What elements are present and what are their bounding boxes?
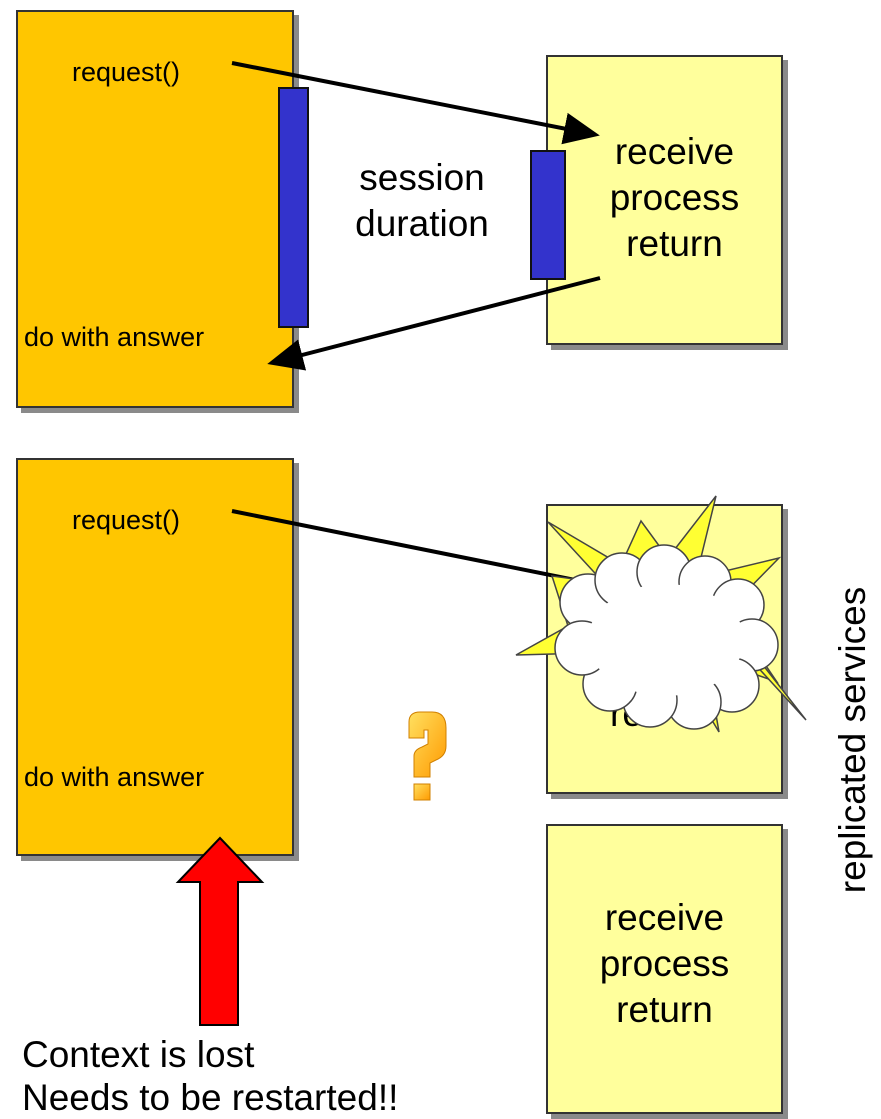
replica-step-return: return <box>616 989 713 1030</box>
client-answer-label-top: do with answer <box>24 322 205 352</box>
question-mark-icon <box>408 711 447 801</box>
server-step-return: return <box>626 223 723 264</box>
server-step-process: process <box>609 177 740 218</box>
server-steps-top: receive process return <box>566 129 783 267</box>
client-box-top <box>16 10 294 408</box>
client-answer-label-bottom: do with answer <box>24 762 205 792</box>
replica-step-receive: receive <box>604 897 725 938</box>
request-arrow-top <box>231 61 600 145</box>
caption-line-2: Needs to be restarted!! <box>22 1077 399 1118</box>
client-request-label-top: request() <box>72 57 181 87</box>
server-processing-bar <box>530 150 566 280</box>
client-session-bar <box>278 87 309 328</box>
replica-server-steps: receive process return <box>546 895 783 1033</box>
caption-line-1: Context is lost <box>22 1034 255 1075</box>
request-line-bottom <box>231 509 601 587</box>
explosion-burst-icon <box>515 495 807 733</box>
session-duration-label: session duration <box>322 155 522 247</box>
replica-server-box <box>546 824 783 1114</box>
up-arrow-icon <box>175 836 265 1026</box>
client-box-bottom <box>16 458 294 856</box>
replica-step-process: process <box>599 943 730 984</box>
session-label-line-1: session <box>359 157 485 198</box>
response-arrow-top <box>267 276 601 371</box>
server-step-receive: receive <box>614 131 735 172</box>
replicated-services-label: replicated services <box>832 586 873 894</box>
server-box-top <box>546 55 783 345</box>
session-label-line-2: duration <box>355 203 489 244</box>
client-request-label-bottom: request() <box>72 505 181 535</box>
